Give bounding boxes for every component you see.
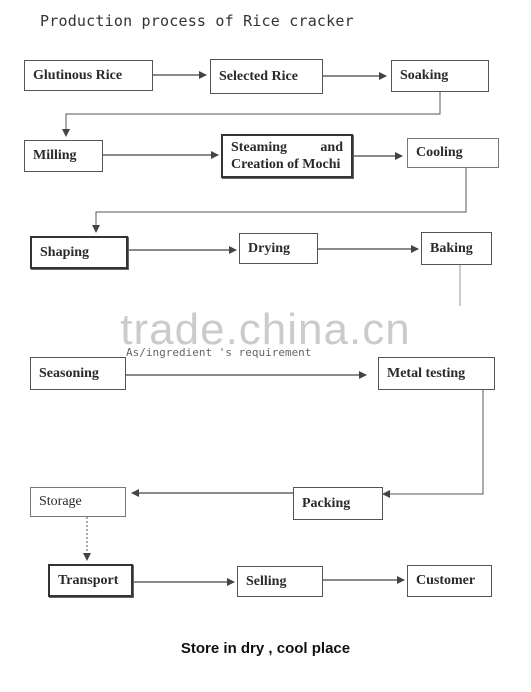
seasoning-note: As/ingredient 's requirement (126, 346, 312, 359)
node-selected-rice: Selected Rice (210, 59, 323, 94)
footer-note: Store in dry , cool place (180, 640, 351, 657)
node-steaming: Steaming and Creation of Mochi (221, 134, 353, 178)
node-label: Customer (416, 573, 476, 588)
node-label: Soaking (400, 68, 449, 83)
node-label: Seasoning (39, 365, 99, 381)
node-label: Milling (33, 148, 77, 163)
node-label: Steaming (231, 140, 287, 155)
node-label: Shaping (40, 244, 90, 260)
node-seasoning: Seasoning (30, 357, 126, 390)
node-metal-testing: Metal testing (378, 357, 495, 390)
node-label: and (320, 140, 343, 155)
node-customer: Customer (407, 565, 492, 597)
node-glutinous-rice: Glutinous Rice (24, 60, 153, 91)
arrow-soaking-to-milling (62, 92, 441, 137)
node-steaming-line1: Steaming and (231, 139, 343, 156)
node-label: Drying (248, 240, 290, 256)
node-label: Creation of Mochi (231, 157, 341, 172)
node-label: Glutinous Rice (33, 67, 123, 83)
node-cooling: Cooling (407, 138, 499, 168)
node-milling: Milling (24, 140, 103, 172)
node-transport: Transport (48, 564, 133, 597)
node-soaking: Soaking (391, 60, 489, 92)
node-label: Selected Rice (219, 68, 298, 84)
watermark: trade.china.cn (120, 305, 411, 354)
node-label: Cooling (416, 145, 463, 160)
arrow-metal-to-packing (382, 390, 484, 498)
node-storage: Storage (30, 487, 126, 517)
node-selling: Selling (237, 566, 323, 597)
node-baking: Baking (421, 232, 492, 265)
node-label: Storage (39, 494, 82, 509)
diagram-title: Production process of Rice cracker (40, 12, 354, 30)
node-label: Metal testing (387, 365, 466, 381)
node-label: Selling (246, 573, 287, 589)
arrow-cooling-to-shaping (92, 168, 467, 233)
node-packing: Packing (293, 487, 383, 520)
node-shaping: Shaping (30, 236, 128, 269)
node-label: Packing (302, 495, 351, 511)
node-label: Transport (58, 572, 119, 588)
node-drying: Drying (239, 233, 318, 264)
node-label: Baking (430, 240, 473, 256)
